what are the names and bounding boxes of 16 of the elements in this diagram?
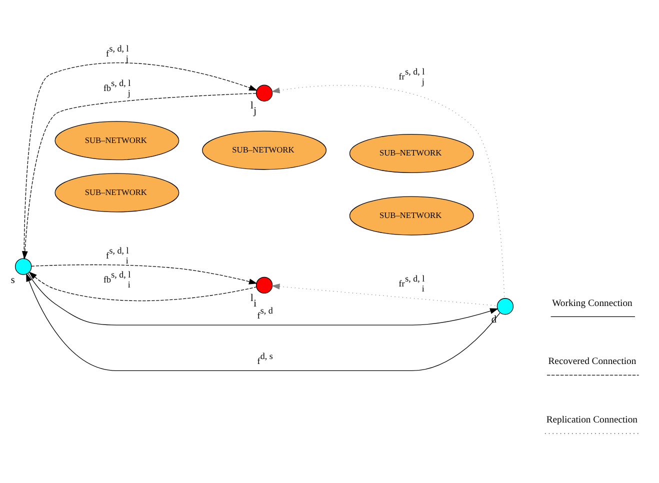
arrow (31, 264, 258, 284)
node-circle (15, 258, 32, 274)
legend-label: Recovered Connection (548, 356, 636, 367)
node-label: s (10, 274, 15, 286)
node-circle (256, 84, 273, 101)
legend-label: Working Connection (552, 297, 632, 308)
arrow (28, 272, 498, 325)
node-circle (496, 298, 514, 314)
arrow (28, 270, 257, 301)
arrow (24, 62, 258, 258)
legend-label: Replication Connection (546, 414, 638, 426)
arrow (271, 283, 498, 306)
arrow (271, 84, 505, 298)
arrow (22, 92, 256, 260)
node-circle (256, 276, 273, 294)
arrow (26, 272, 500, 370)
